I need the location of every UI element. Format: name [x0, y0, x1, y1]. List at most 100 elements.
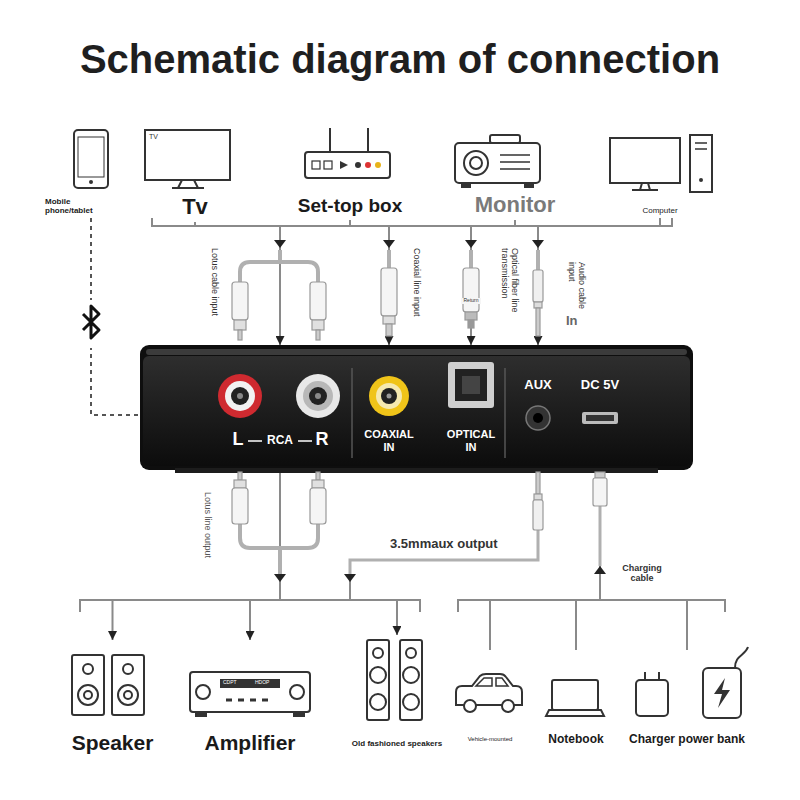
- cable-label: Optical fiber line transmission: [499, 248, 520, 328]
- phone-icon: [74, 130, 108, 188]
- computer-icon: [699, 178, 703, 182]
- car-icon: [464, 700, 476, 712]
- output-cables: [274, 574, 286, 582]
- computer-icon: [690, 135, 712, 192]
- projector-icon: [462, 183, 470, 187]
- old-speaker-icon: [403, 694, 419, 710]
- bluetooth-symbol: [80, 300, 102, 348]
- power-bank-icon: [703, 668, 741, 718]
- device-label: Notebook: [548, 733, 603, 747]
- output-cables: [316, 472, 320, 480]
- amplifier-icon: [226, 699, 268, 702]
- input-cables: [316, 330, 320, 340]
- amplifier-icon: [220, 679, 280, 688]
- amplifier-icon: [294, 712, 304, 716]
- input-cables: [312, 320, 324, 330]
- receiver-housing: [455, 369, 487, 401]
- output-cables: [533, 500, 543, 530]
- input-cables: [232, 268, 543, 340]
- cable-label: Audio cable input: [566, 262, 587, 314]
- connector: [195, 222, 280, 345]
- input-cables: [386, 324, 392, 336]
- receiver-housing: [146, 349, 687, 355]
- output-cables: [536, 472, 540, 494]
- car-icon: [456, 674, 522, 712]
- input-cables: [232, 282, 248, 320]
- receiver-housing: [231, 387, 249, 405]
- input-cables: [310, 282, 326, 320]
- input-cables: [465, 312, 477, 320]
- input-cables: [240, 250, 318, 282]
- device-label: Old fashioned speakers: [352, 739, 442, 748]
- receiver-housing: [387, 394, 392, 399]
- power-bank-icon: [714, 678, 730, 708]
- notebook-icon: [546, 680, 604, 716]
- set-top-box-icon: [305, 152, 390, 178]
- car-icon: [502, 700, 514, 712]
- power-bank-icon: [735, 647, 748, 668]
- receiver-housing: [376, 383, 402, 409]
- notebook-icon: [552, 680, 598, 710]
- bracket: [152, 218, 672, 226]
- speaker-icon: [112, 655, 144, 715]
- output-cables: [238, 472, 242, 480]
- set-top-box-icon: [355, 162, 361, 168]
- port-label: R: [310, 429, 334, 450]
- receiver-housing: [586, 415, 614, 421]
- bracket: [458, 600, 725, 612]
- device-label: Vehicle-mounted: [468, 736, 513, 743]
- device-label: Computer: [642, 206, 677, 215]
- connector: [350, 470, 538, 635]
- amplifier-icon: [190, 672, 310, 712]
- port-label: AUX: [516, 378, 560, 393]
- projector-icon: [464, 151, 488, 175]
- source-device: Tv: [140, 128, 250, 222]
- projector-icon: [455, 135, 540, 187]
- charger-icon: [636, 672, 668, 716]
- bluetooth-symbol: [80, 300, 102, 348]
- projector-icon: [455, 143, 540, 183]
- receiver-housing: [533, 413, 543, 423]
- set-top-box-icon: [340, 161, 348, 169]
- output-cables: [344, 574, 356, 582]
- notebook-icon: [546, 710, 604, 716]
- receiver-box: LRCARCOAXIAL INOPTICAL INAUXDC 5V: [140, 345, 693, 470]
- speaker-icon: [83, 664, 93, 674]
- port-label: L: [226, 429, 250, 450]
- receiver-housing: [143, 356, 690, 466]
- computer-icon: [695, 143, 707, 149]
- set-top-box-icon: [330, 128, 368, 152]
- source-device: Set-top box: [285, 125, 415, 220]
- receiver-housing: [140, 345, 693, 473]
- receiver-housing: [582, 412, 618, 424]
- old-speaker-icon: [370, 694, 386, 710]
- receiver-housing: [352, 368, 505, 458]
- input-cables: [532, 240, 544, 248]
- port-label: COAXIAL IN: [361, 428, 417, 453]
- display-text: HDOP: [255, 680, 269, 686]
- source-device: Monitor: [455, 128, 575, 220]
- old-speaker-icon: [367, 640, 389, 720]
- bracket: [80, 600, 420, 612]
- output-cables: [274, 566, 606, 582]
- output-cables: [232, 488, 248, 524]
- input-cables: [383, 240, 395, 248]
- port-label: RCA: [260, 434, 300, 448]
- old-speaker-icon: [400, 640, 422, 720]
- audio-output-device: Old fashioned speakers: [348, 635, 446, 751]
- input-cables: [232, 240, 544, 340]
- title: Schematic diagram of connection: [0, 36, 800, 82]
- amplifier-icon: [196, 712, 206, 716]
- receiver-housing: [140, 345, 693, 470]
- receiver-housing: [448, 362, 494, 408]
- speaker-icon: [118, 685, 138, 705]
- port-label: DC 5V: [575, 378, 625, 393]
- input-cables: [234, 320, 246, 330]
- speaker-icon: [124, 691, 132, 699]
- connector: [600, 470, 687, 650]
- bracket: [80, 218, 725, 612]
- speaker-icon: [78, 685, 98, 705]
- speaker-icon: [84, 691, 92, 699]
- old-speaker-icon: [403, 667, 419, 683]
